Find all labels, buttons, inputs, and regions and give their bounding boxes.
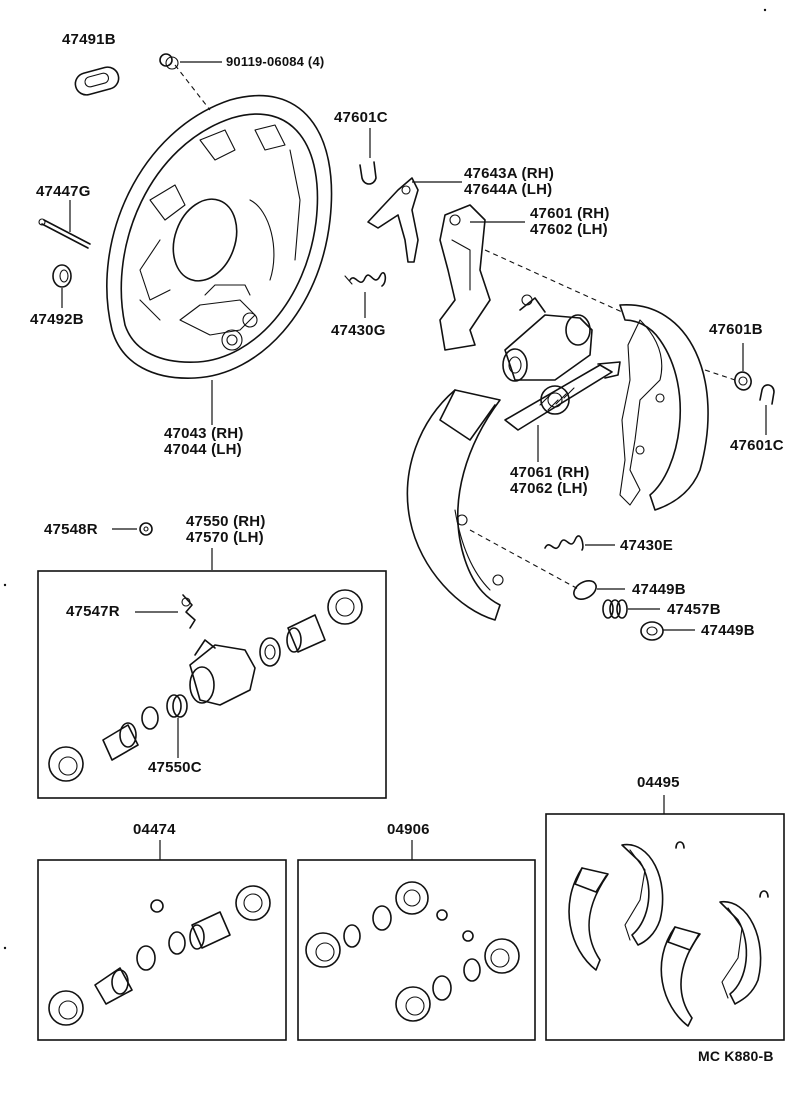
label-47491B: 47491B <box>62 31 116 48</box>
diagram-reference-code: MC K880-B <box>698 1048 774 1064</box>
spring-47430G-drawing <box>344 271 387 318</box>
backing-plate-drawing <box>106 94 333 379</box>
pin-47447G-drawing <box>38 200 91 249</box>
label-47492B: 47492B <box>30 311 84 328</box>
lever-47643A-drawing <box>367 177 462 263</box>
kit-04474-box <box>37 859 287 1041</box>
label-47430E: 47430E <box>620 537 673 554</box>
label-kit-04906: 04906 <box>387 821 430 838</box>
plug-47491B-drawing <box>74 66 120 96</box>
spring-47457B-drawing <box>602 599 660 619</box>
label-47457B: 47457B <box>667 601 721 618</box>
spring-47430E-drawing <box>544 535 615 551</box>
label-47550-47570: 47550 (RH)47570 (LH) <box>186 513 266 546</box>
label-47601-47602: 47601 (RH)47602 (LH) <box>530 205 610 238</box>
wheel-cylinder-exploded-drawing <box>48 589 363 782</box>
label-47643A-47644A: 47643A (RH)47644A (LH) <box>464 165 555 198</box>
kit-04474-parts-drawing <box>48 885 271 1026</box>
clip-47601C-right-drawing <box>759 384 775 435</box>
strut-47601-drawing <box>439 204 525 351</box>
label-47547R: 47547R <box>66 603 120 620</box>
label-kit-04474: 04474 <box>133 821 176 838</box>
label-47430G: 47430G <box>331 322 386 339</box>
brake-shoe-right-drawing <box>619 304 709 511</box>
label-47043-47044: 47043 (RH)47044 (LH) <box>164 425 244 458</box>
cup-47449B-b-drawing <box>640 621 695 641</box>
washer-47492B-drawing <box>52 264 72 308</box>
adjuster-47061-drawing <box>504 361 621 462</box>
label-47601B: 47601B <box>709 321 763 338</box>
brake-shoe-left-drawing <box>406 389 504 621</box>
bolt-90119-drawing <box>159 53 222 70</box>
washer-47601B-drawing <box>734 343 752 391</box>
label-kit-04495: 04495 <box>637 774 680 791</box>
cup-47449B-drawing <box>573 580 625 600</box>
label-47550C: 47550C <box>148 759 202 776</box>
kit-04495-shoes-drawing <box>568 841 769 1027</box>
label-47447G: 47447G <box>36 183 91 200</box>
label-47601C-right: 47601C <box>730 437 784 454</box>
label-47601C-top: 47601C <box>334 109 388 126</box>
wheel-cylinder-kit-box <box>37 570 387 799</box>
wheel-cylinder-drawing <box>502 294 593 382</box>
label-47449B-a: 47449B <box>632 581 686 598</box>
label-47061-47062: 47061 (RH)47062 (LH) <box>510 464 590 497</box>
label-90119-06084: 90119-06084 (4) <box>226 54 325 69</box>
kit-04906-box <box>297 859 536 1041</box>
kit-04906-parts-drawing <box>305 881 520 1022</box>
bleeder-cap-47548R-drawing <box>112 522 153 536</box>
label-47548R: 47548R <box>44 521 98 538</box>
kit-04495-box <box>545 813 785 1041</box>
label-47449B-b: 47449B <box>701 622 755 639</box>
clip-47601C-top-drawing <box>359 128 377 185</box>
